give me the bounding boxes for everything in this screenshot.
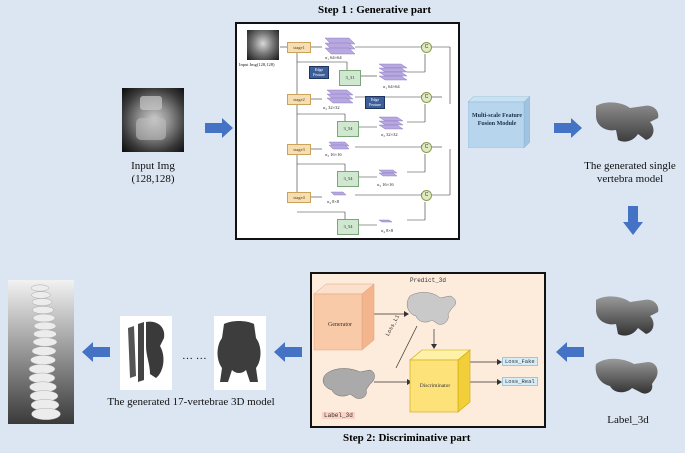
step2-title: Step 2: Discriminative part: [343, 432, 471, 444]
predict-label: Predict_3d: [410, 277, 447, 284]
edge-feature-module-2: Edge Feature: [365, 96, 385, 109]
vertebra-crop-1: [120, 316, 172, 390]
out-label-2: σ₂ 32×32: [381, 132, 398, 137]
feat-label-4: σ₄ 8×8: [327, 199, 340, 204]
arrow-disc-to-model: [274, 342, 302, 362]
input-caption-line2: (128,128): [131, 173, 175, 185]
generative-network-lines: [280, 37, 451, 226]
arrow-input-to-generator: [205, 118, 233, 138]
generative-panel: Input Img(128,128) stage1 stage2 stage3 …: [235, 22, 460, 240]
feat-label-3: σ₃ 16×16: [325, 152, 342, 157]
stage-1: stage1: [287, 42, 311, 53]
ellipsis: … …: [182, 350, 207, 362]
feat-label-2: σ₂ 32×32: [323, 105, 340, 110]
single-vertebra-caption: The generated single vertebra model: [578, 160, 682, 186]
step1-title: Step 1 : Generative part: [318, 4, 432, 16]
conv-block-3: 3_54: [337, 171, 359, 187]
feat-label-1: σ₁ 64×64: [325, 55, 342, 60]
fusion-module: Multi-scale Feature Fusion Module: [468, 96, 530, 148]
discriminative-panel: Generator Discriminator Predict_3d Label…: [310, 272, 546, 428]
concat-node-3: C: [421, 142, 432, 153]
conv-block-2: 3_54: [337, 121, 359, 137]
conv-block-1: 3_31: [339, 70, 361, 86]
full-spine-model: [8, 280, 74, 424]
conv-block-4: 3_54: [337, 219, 359, 235]
single-vertebra-line2: vertebra model: [596, 173, 664, 185]
discriminator-label: Discriminator: [419, 383, 451, 389]
concat-node-1: C: [421, 42, 432, 53]
generator-label: Generator: [328, 322, 352, 328]
label3d-inner-label: Label_3d: [322, 412, 355, 419]
input-thumbnail: [247, 30, 279, 60]
concat-node-4: C: [421, 190, 432, 201]
single-vertebra-model: [596, 102, 659, 142]
arrow-label-to-disc: [556, 342, 584, 362]
input-thumb-label: Input Img(128,128): [239, 62, 275, 67]
out-label-4: σ₄ 8×8: [381, 228, 394, 233]
concat-node-2: C: [421, 92, 432, 103]
loss-fake-label: Loss_Fake: [502, 357, 538, 366]
arrow-fusion-to-vertebra: [554, 118, 582, 138]
model17-caption: The generated 17-vertebrae 3D model: [107, 396, 275, 408]
edge-feature-module-1: Edge Feature: [309, 66, 329, 79]
out-label-1: σ₁ 64×64: [383, 84, 400, 89]
label3d-caption: Label_3d: [607, 414, 649, 426]
input-image: [122, 88, 184, 152]
vertebra-crop-2: [214, 316, 266, 390]
stage-4: stage4: [287, 192, 311, 203]
input-caption: Input Img (128,128): [110, 160, 196, 186]
label-3d-models: [595, 296, 659, 394]
arrow-model-to-spine: [82, 342, 110, 362]
single-vertebra-line1: The generated single: [584, 160, 676, 172]
input-caption-line1: Input Img: [131, 160, 175, 172]
fusion-label: Multi-scale Feature Fusion Module: [471, 113, 523, 127]
stage-3: stage3: [287, 144, 311, 155]
stage-2: stage2: [287, 94, 311, 105]
out-label-3: σ₃ 16×16: [377, 182, 394, 187]
loss-real-label: Loss_Real: [502, 377, 538, 386]
arrow-vertebra-down: [623, 206, 643, 235]
